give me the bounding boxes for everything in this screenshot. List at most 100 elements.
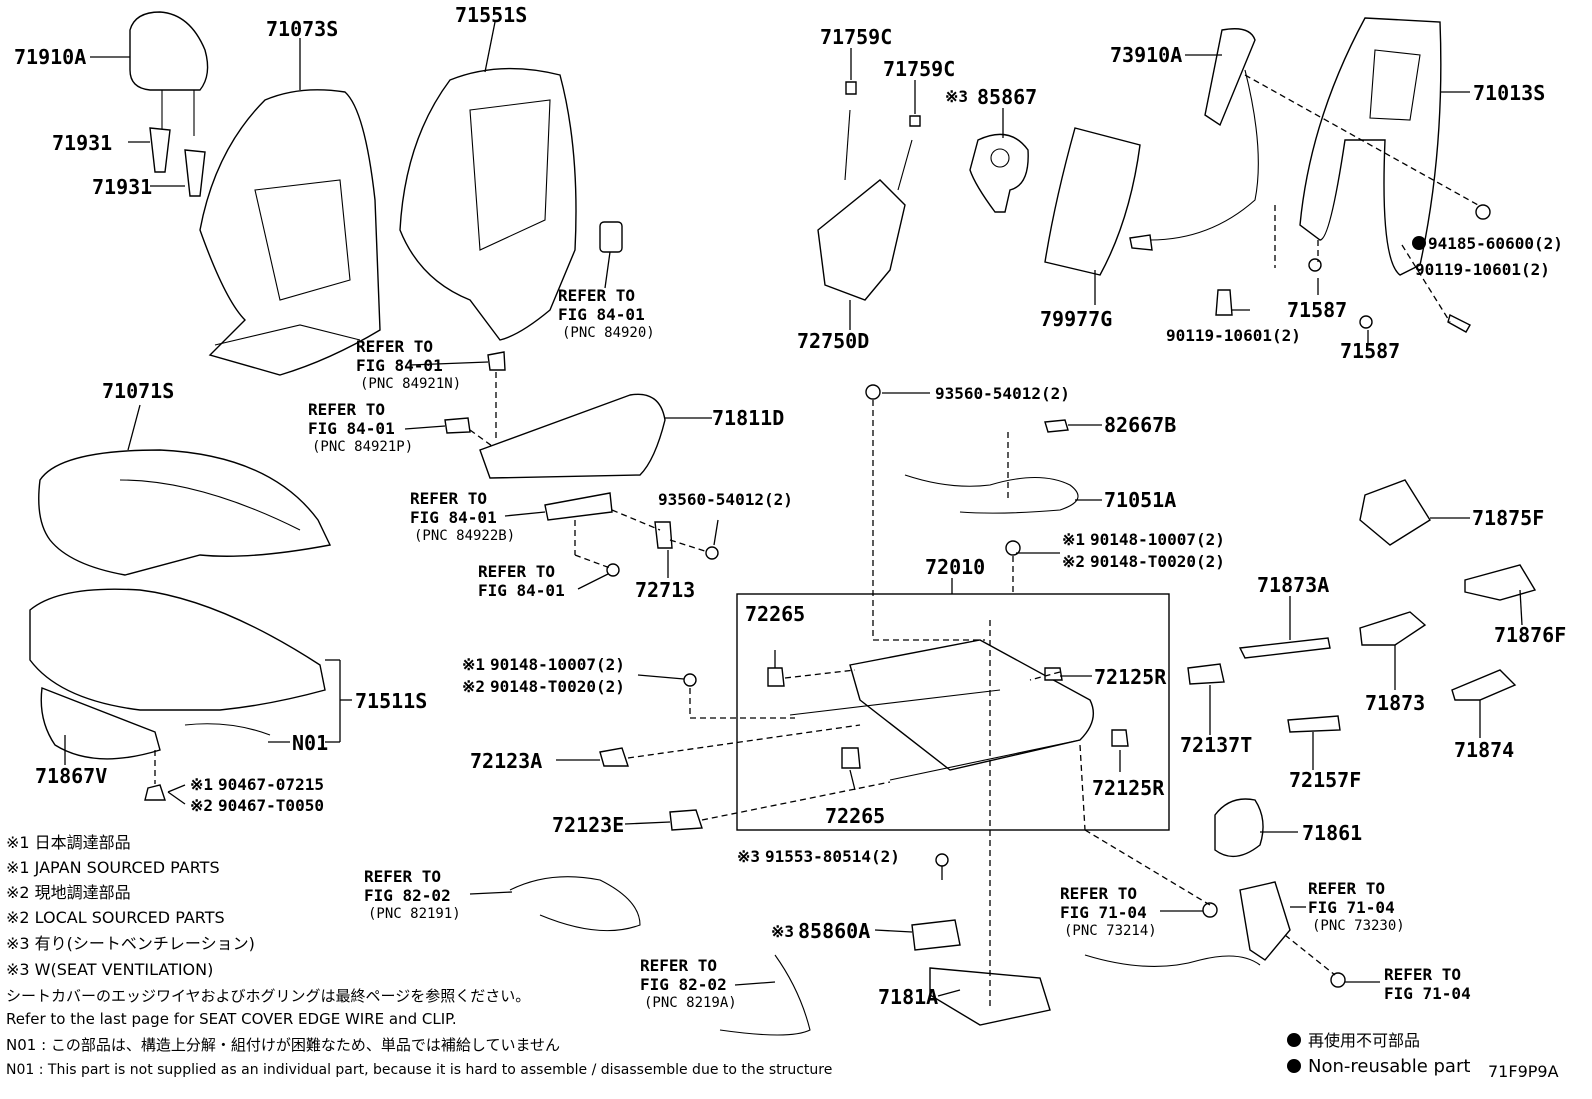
- pn-72750D: 72750D: [797, 329, 869, 353]
- figure-code: 71F9P9A: [1488, 1062, 1559, 1081]
- pn-N01: N01: [292, 731, 328, 755]
- pn-91553-80514: 91553-80514(2): [765, 847, 900, 866]
- pn-72137T: 72137T: [1180, 733, 1252, 757]
- note-10: N01 : This part is not supplied as an in…: [6, 1062, 832, 1078]
- ref-3-line1: REFER TO: [308, 400, 385, 419]
- back-pad-drawing: [1044, 127, 1141, 276]
- ref-9-pnc: (PNC 73230): [1312, 918, 1405, 934]
- ref-2-line2: FIG 84-01: [356, 356, 443, 375]
- mark-1-b: ※1: [462, 655, 485, 674]
- ref-1-line1: REFER TO: [558, 286, 635, 305]
- pn-72265-b: 72265: [825, 804, 885, 828]
- pn-71867V: 71867V: [35, 764, 107, 788]
- pn-90467-T0050: 90467-T0050: [218, 796, 324, 815]
- ref-7-line1: REFER TO: [640, 956, 717, 975]
- pn-90148-10007-a: 90148-10007(2): [1090, 530, 1225, 549]
- seatback-cover-drawing: [199, 89, 381, 376]
- pn-93560-54012-b: 93560-54012(2): [658, 490, 793, 509]
- pn-72125R-a: 72125R: [1094, 665, 1167, 689]
- pn-93560-54012-a: 93560-54012(2): [935, 384, 1070, 403]
- pn-71759C-b: 71759C: [883, 57, 955, 81]
- pn-71873: 71873: [1365, 691, 1425, 715]
- pn-85867: 85867: [977, 85, 1037, 109]
- ref-6-line2: FIG 82-02: [364, 886, 451, 905]
- note-5: ※3 有り(シートベンチレーション): [6, 934, 255, 953]
- note-4: ※2 LOCAL SOURCED PARTS: [6, 908, 225, 927]
- side-airbag-drawing: [1129, 28, 1259, 251]
- seat-cushion-pad-drawing: [29, 588, 326, 801]
- seatback-pad-drawing: [399, 67, 623, 341]
- mark-3-85860A: ※3: [771, 922, 794, 941]
- pn-90148-10007-b: 90148-10007(2): [490, 655, 625, 674]
- side-shield-drawing: [444, 351, 719, 577]
- seat-wire-harness-drawing: [865, 384, 1079, 556]
- ref-3-pnc: (PNC 84921P): [312, 439, 413, 455]
- ref-2-line1: REFER TO: [356, 337, 433, 356]
- mark-1-a: ※1: [1062, 530, 1085, 549]
- pn-71071S: 71071S: [102, 379, 174, 403]
- pn-71876F: 71876F: [1494, 623, 1566, 647]
- pn-71931-b: 71931: [92, 175, 152, 199]
- pn-71931-a: 71931: [52, 131, 112, 155]
- pn-72010: 72010: [925, 555, 985, 579]
- ref-10-line1: REFER TO: [1384, 965, 1461, 984]
- note-7: シートカバーのエッジワイヤおよびホグリングは最終ページを参照ください。: [6, 987, 530, 1005]
- legend-dot-icon: [1287, 1059, 1301, 1073]
- note-3: ※2 現地調達部品: [6, 883, 131, 902]
- legend-en: Non-reusable part: [1308, 1056, 1470, 1077]
- note-1: ※1 日本調達部品: [6, 833, 131, 852]
- assembly-dashed-lines: [154, 74, 1479, 1010]
- reference-labels: REFER TO FIG 84-01 (PNC 84920) REFER TO …: [308, 286, 1471, 1011]
- ref-1-line2: FIG 84-01: [558, 305, 645, 324]
- mark-2-b: ※2: [462, 677, 485, 696]
- pn-94185-60600: 94185-60600(2): [1428, 234, 1563, 253]
- lumbar-support-drawing: [817, 81, 921, 301]
- ref-8-line1: REFER TO: [1060, 884, 1137, 903]
- pn-90119-10601-b: 90119-10601(2): [1166, 326, 1301, 345]
- pn-71873A: 71873A: [1257, 573, 1329, 597]
- ref-4-pnc: (PNC 84922B): [414, 528, 515, 544]
- pn-79977G: 79977G: [1040, 307, 1112, 331]
- ref-3-line2: FIG 84-01: [308, 419, 395, 438]
- pn-90119-10601-a: 90119-10601(2): [1415, 260, 1550, 279]
- ref-7-pnc: (PNC 8219A): [644, 995, 737, 1011]
- ref-4-line2: FIG 84-01: [410, 508, 497, 527]
- pn-71051A: 71051A: [1104, 488, 1176, 512]
- legend-jp: 再使用不可部品: [1308, 1031, 1420, 1050]
- pn-71875F: 71875F: [1472, 506, 1544, 530]
- pn-71874: 71874: [1454, 738, 1514, 762]
- ref-2-pnc: (PNC 84921N): [360, 376, 461, 392]
- pn-72123A: 72123A: [470, 749, 542, 773]
- mark-3-91553: ※3: [737, 847, 760, 866]
- ref-4-line1: REFER TO: [410, 489, 487, 508]
- pn-7181A: 7181A: [878, 985, 938, 1009]
- part-number-labels: 71910A 71073S 71551S 71931 71931 71759C …: [14, 3, 1566, 1009]
- lower-harness-drawing: [509, 853, 1346, 1036]
- seat-adjuster-drawing: [736, 593, 1170, 831]
- seatback-frame-drawing: [1215, 17, 1491, 333]
- pn-72157F: 72157F: [1289, 768, 1361, 792]
- ref-5-line1: REFER TO: [478, 562, 555, 581]
- pn-72265-a: 72265: [745, 602, 805, 626]
- adjuster-covers-drawing: [599, 673, 703, 831]
- pn-71551S: 71551S: [455, 3, 527, 27]
- ref-1-pnc: (PNC 84920): [562, 325, 655, 341]
- pn-72123E: 72123E: [552, 813, 624, 837]
- legend: 再使用不可部品 Non-reusable part 71F9P9A: [1287, 1031, 1559, 1081]
- mark-1-c: ※1: [190, 775, 213, 794]
- pn-82667B: 82667B: [1104, 413, 1176, 437]
- ref-6-pnc: (PNC 82191): [368, 906, 461, 922]
- leader-lines: [64, 21, 1523, 997]
- ref-6-line1: REFER TO: [364, 867, 441, 886]
- headrest-drawing: [129, 11, 209, 197]
- ref-9-line1: REFER TO: [1308, 879, 1385, 898]
- mark-3-85867: ※3: [945, 87, 968, 106]
- ref-8-line2: FIG 71-04: [1060, 903, 1147, 922]
- pn-71910A: 71910A: [14, 45, 86, 69]
- note-6: ※3 W(SEAT VENTILATION): [6, 960, 213, 979]
- ref-10-line2: FIG 71-04: [1384, 984, 1471, 1003]
- pn-73910A: 73910A: [1110, 43, 1182, 67]
- pn-71073S: 71073S: [266, 17, 338, 41]
- note-9: N01 : この部品は、構造上分解・組付けが困難なため、単品では補給していません: [6, 1036, 560, 1054]
